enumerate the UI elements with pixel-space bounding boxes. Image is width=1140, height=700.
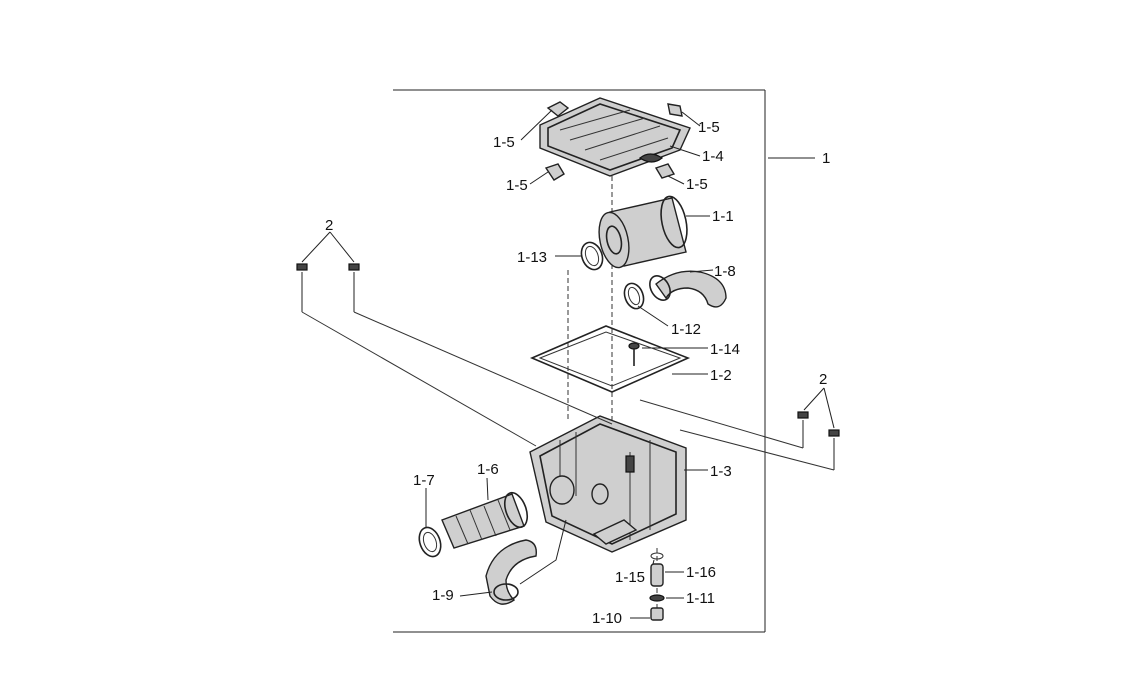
label-gasket: 1-2 xyxy=(710,367,732,384)
label-intake-tube: 1-6 xyxy=(477,461,499,478)
label-clip-top-left: 1-5 xyxy=(493,134,515,151)
label-clip-top-right: 1-5 xyxy=(698,119,720,136)
drain-plug xyxy=(630,607,664,621)
hose-clamp-right xyxy=(623,282,669,327)
grommet-group-right xyxy=(639,387,840,471)
label-filter-clamp: 1-13 xyxy=(517,249,547,266)
label-hose-clamp-right: 1-12 xyxy=(671,321,701,338)
label-clamp-left: 1-7 xyxy=(413,472,435,489)
label-clip-bottom-right: 1-5 xyxy=(686,176,708,193)
label-cover: 1-4 xyxy=(702,148,724,165)
air-box-housing xyxy=(529,415,708,553)
label-drain-oring: 1-11 xyxy=(686,590,715,607)
cover-clip-bottom-right xyxy=(654,163,685,185)
cover-clip-top-left xyxy=(520,101,570,141)
box-gasket xyxy=(529,325,708,393)
assembly-frame xyxy=(393,89,815,633)
air-box-cover xyxy=(539,97,691,177)
label-grommet-left: 2 xyxy=(325,217,333,234)
label-drain-plug: 1-10 xyxy=(592,610,622,627)
grommet-group-left xyxy=(296,231,613,447)
cover-clip-bottom-left xyxy=(529,163,565,185)
drain-oring xyxy=(649,594,684,602)
lower-hose xyxy=(459,519,567,605)
label-box: 1-3 xyxy=(710,463,732,480)
cover-clip-top-right xyxy=(667,103,701,127)
drain-tube xyxy=(650,563,684,587)
air-filter-element xyxy=(598,195,710,269)
label-assembly: 1 xyxy=(822,150,830,167)
label-clip-bottom-left: 1-5 xyxy=(506,177,528,194)
label-drain-tube: 1-16 xyxy=(686,564,716,581)
label-drain-clip: 1-15 xyxy=(615,569,645,586)
hose-clamp-left xyxy=(418,488,442,558)
intake-tube xyxy=(441,477,529,549)
label-grommet-right: 2 xyxy=(819,371,827,388)
filter-clamp xyxy=(555,241,604,271)
label-filter-element: 1-1 xyxy=(712,208,734,225)
label-screw: 1-14 xyxy=(710,341,740,358)
label-lower-hose: 1-9 xyxy=(432,587,454,604)
outlet-hose xyxy=(649,269,727,308)
label-outlet-hose: 1-8 xyxy=(714,263,736,280)
